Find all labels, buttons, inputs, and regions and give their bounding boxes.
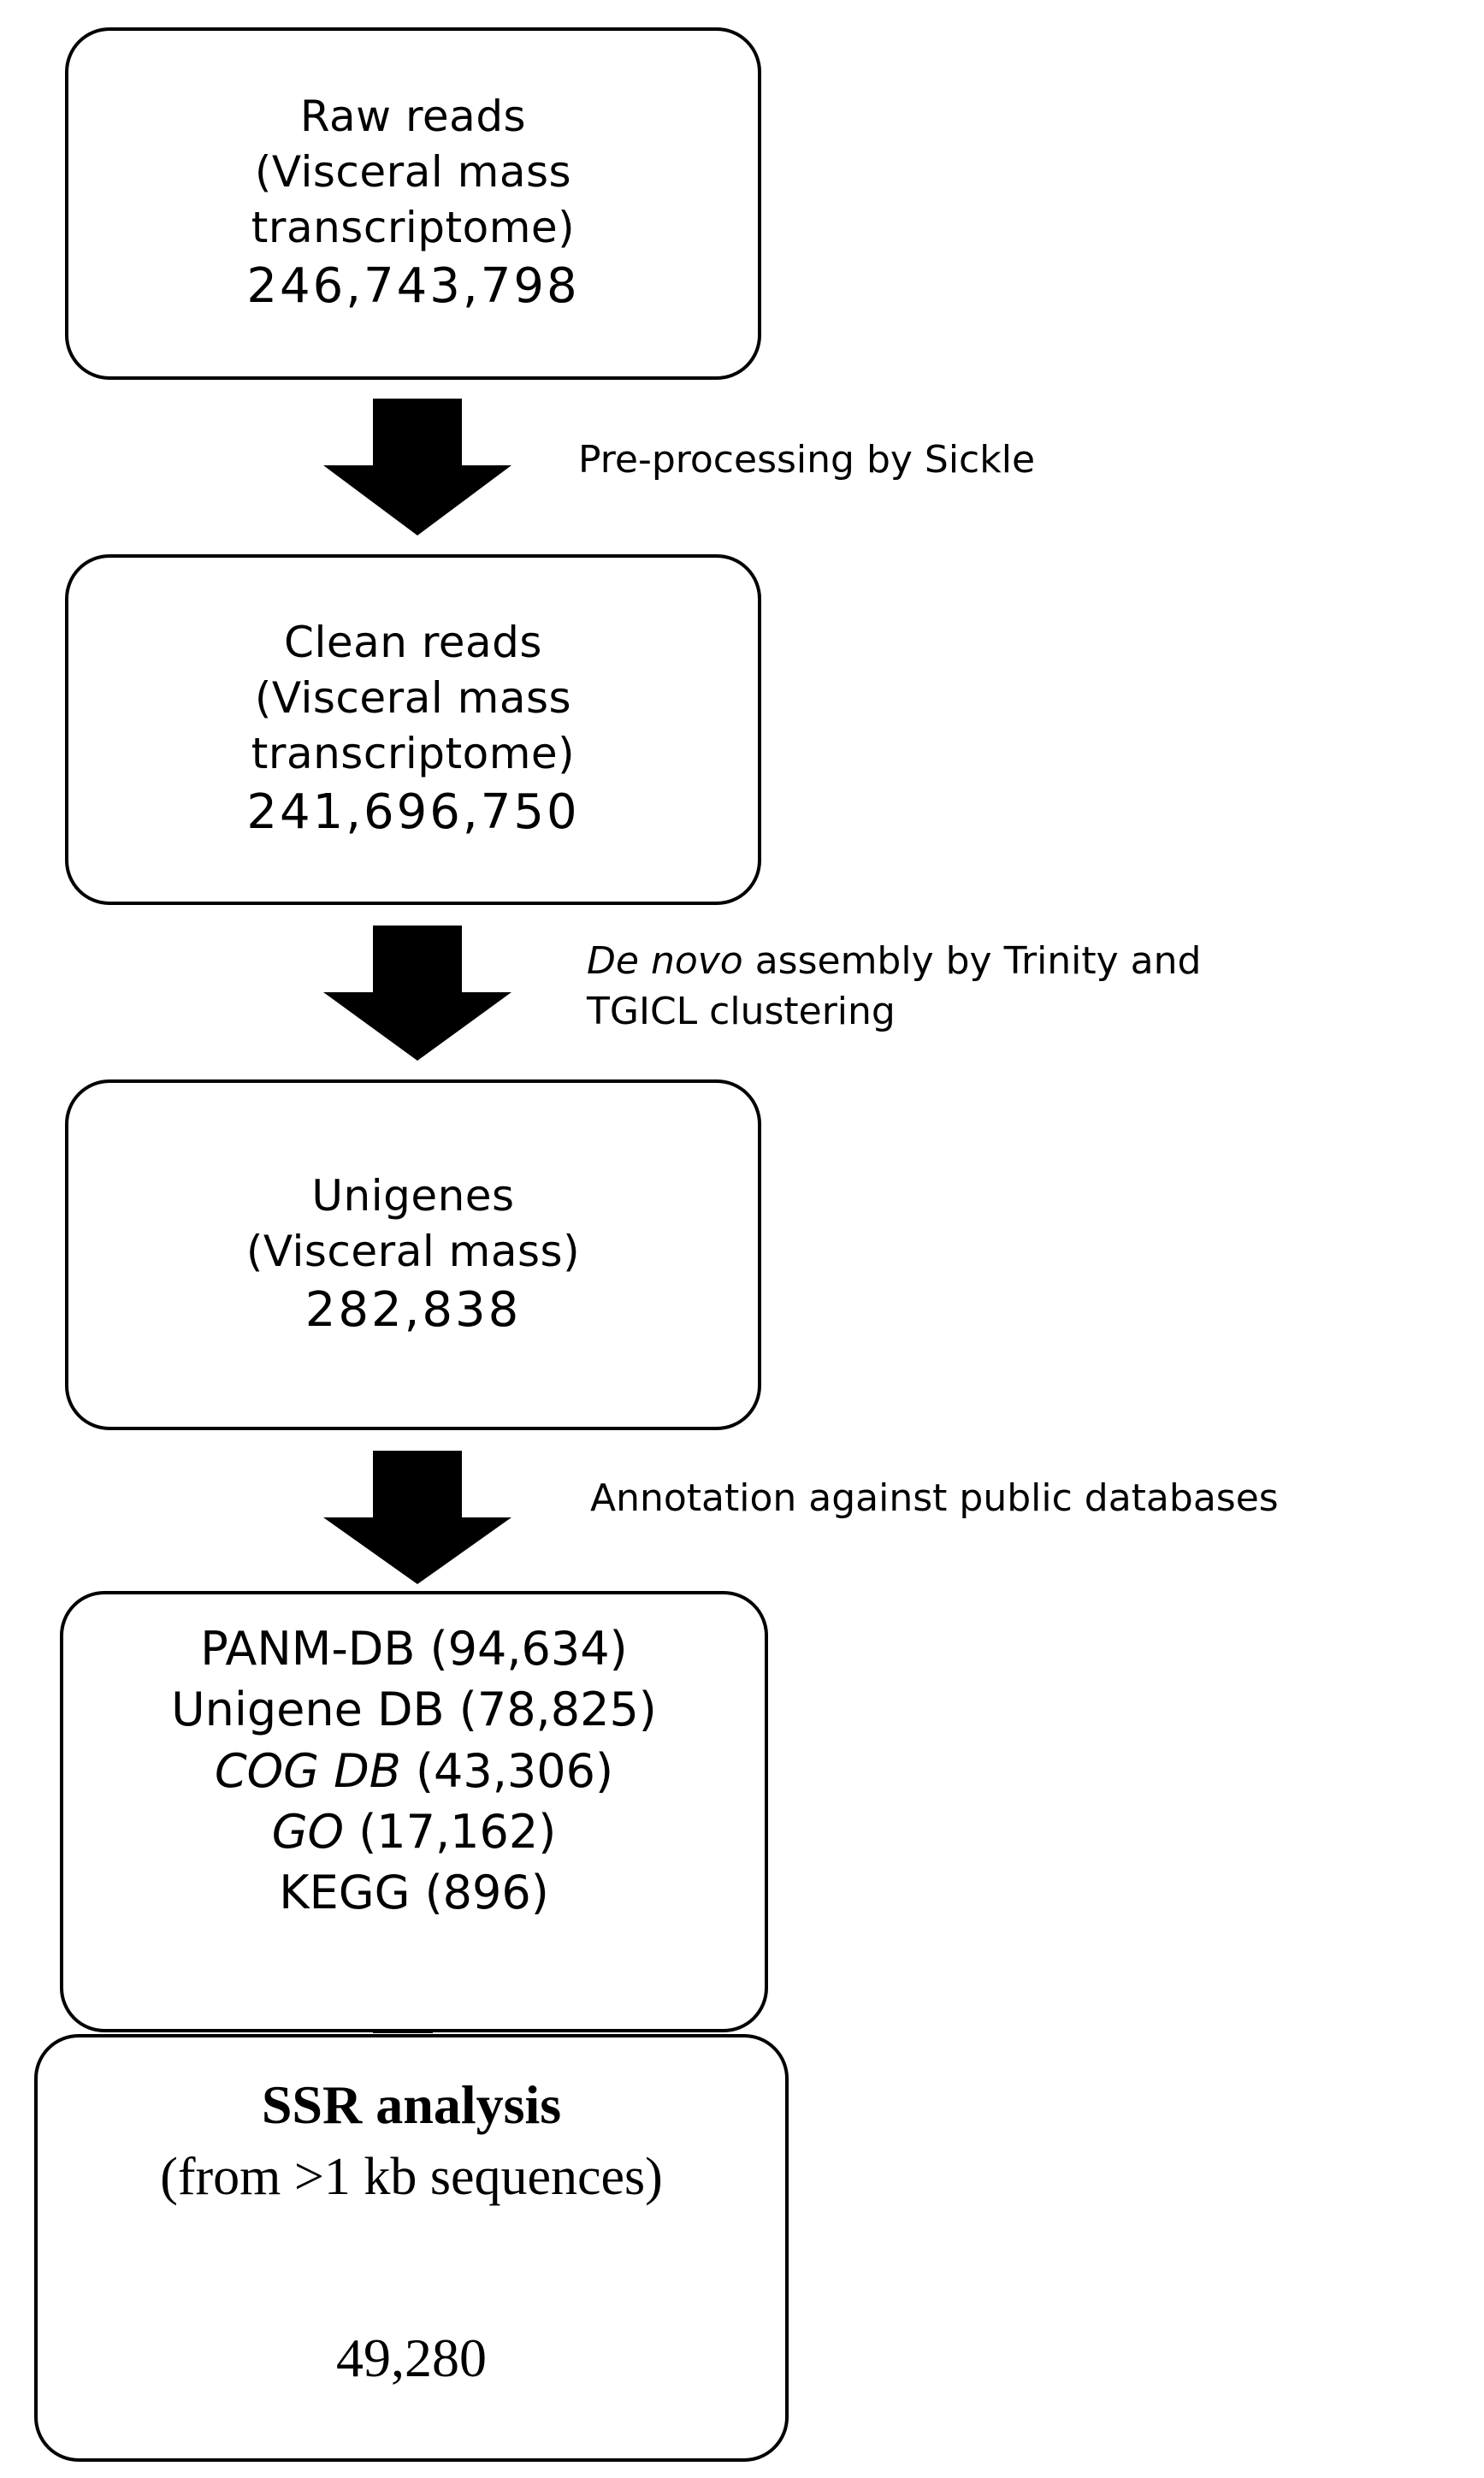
down-arrow-icon xyxy=(323,926,511,1061)
clean-reads-title: Clean reads xyxy=(284,618,542,668)
clean-reads-count: 241,696,750 xyxy=(246,784,580,841)
down-arrow-icon xyxy=(323,399,511,535)
ssr-subtitle: (from >1 kb sequences) xyxy=(160,2148,663,2206)
step-preprocessing-label: Pre-processing by Sickle xyxy=(578,438,1036,482)
annotation-results-box: PANM-DB (94,634) Unigene DB (78,825) COG… xyxy=(60,1591,768,2032)
step-assembly-label: De novo assembly by Trinity and TGICL cl… xyxy=(587,939,1202,1034)
unigenes-title: Unigenes xyxy=(311,1170,515,1221)
unigenes-count: 282,838 xyxy=(304,1281,522,1338)
ssr-count: 49,280 xyxy=(336,2327,487,2388)
step-annotation-label: Annotation against public databases xyxy=(590,1476,1279,1520)
annotation-row-go: GO (17,162) xyxy=(271,1804,557,1859)
clean-reads-subtitle-line2: transcriptome) xyxy=(251,729,576,779)
annotation-row-panm-db: PANM-DB (94,634) xyxy=(200,1622,628,1676)
down-arrow-icon xyxy=(323,1451,511,1584)
annotation-row-cog-db: COG DB (43,306) xyxy=(214,1743,614,1798)
clean-reads-box: Clean reads (Visceral mass transcriptome… xyxy=(65,554,761,905)
annotation-row-kegg: KEGG (896) xyxy=(279,1866,549,1920)
ssr-analysis-box: SSR analysis (from >1 kb sequences) 49,2… xyxy=(34,2034,789,2462)
raw-reads-subtitle-line2: transcriptome) xyxy=(251,203,576,253)
connector-line xyxy=(373,2030,433,2033)
annotation-row-unigene-db: Unigene DB (78,825) xyxy=(171,1683,657,1737)
unigenes-box: Unigenes (Visceral mass) 282,838 xyxy=(65,1079,761,1430)
unigenes-subtitle: (Visceral mass) xyxy=(245,1226,581,1276)
ssr-title: SSR analysis xyxy=(261,2074,562,2135)
clean-reads-subtitle-line1: (Visceral mass xyxy=(254,673,572,724)
raw-reads-count: 246,743,798 xyxy=(246,258,580,315)
raw-reads-title: Raw reads xyxy=(299,92,527,142)
raw-reads-subtitle-line1: (Visceral mass xyxy=(254,147,572,198)
raw-reads-box: Raw reads (Visceral mass transcriptome) … xyxy=(65,27,761,380)
